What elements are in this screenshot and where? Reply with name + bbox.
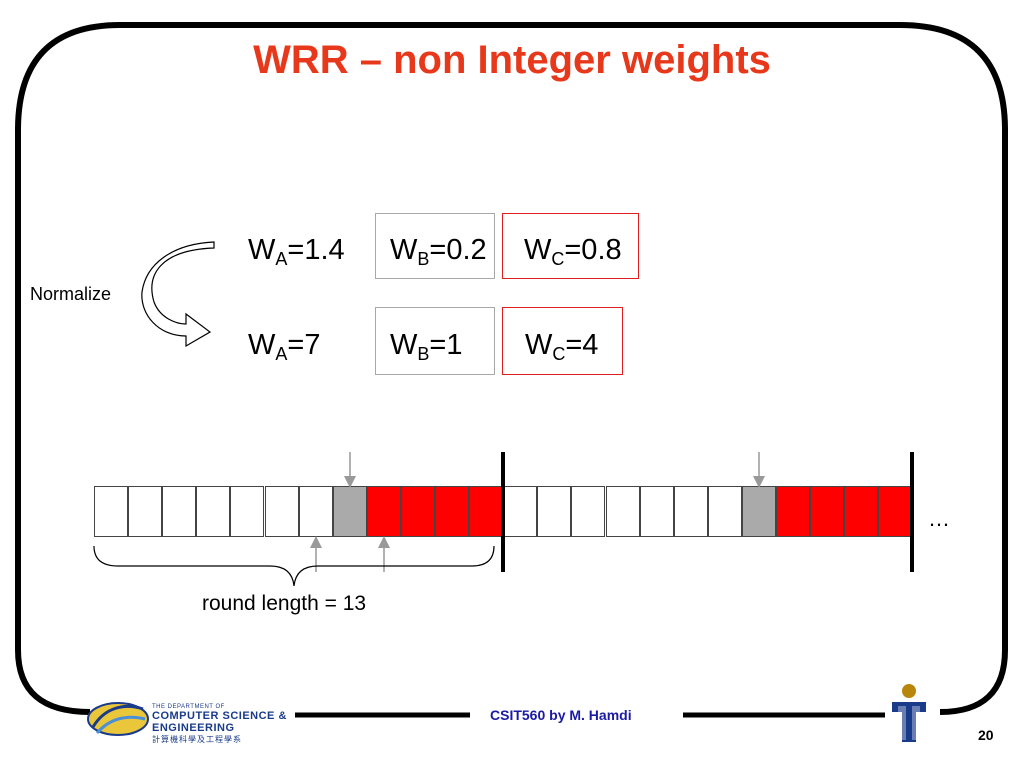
weight-b-label-row2: WB=1 — [390, 329, 463, 364]
schedule-cell-a — [162, 486, 197, 537]
schedule-cell-a — [537, 486, 572, 537]
weight-b-box-row2 — [375, 307, 495, 375]
department-name: THE DEPARTMENT OF COMPUTER SCIENCE & ENG… — [152, 704, 287, 744]
schedule-cell-a — [298, 486, 333, 537]
schedule-cell-a — [571, 486, 606, 537]
weight-c-box-row2 — [502, 307, 623, 375]
schedule-cell-c — [435, 486, 469, 537]
weight-c-box-row1 — [502, 213, 639, 279]
schedule-cell-c — [810, 486, 845, 537]
schedule-cell-b — [741, 486, 776, 537]
weight-b-label-row1: WB=0.2 — [390, 234, 487, 269]
weight-c-label-row1: WC=0.8 — [524, 234, 622, 269]
slide-title: WRR – non Integer weights — [253, 38, 771, 82]
schedule-cell-a — [673, 486, 708, 537]
round-brace — [93, 545, 495, 587]
schedule-cell-a — [128, 486, 163, 537]
schedule-cell-a — [503, 486, 538, 537]
schedule-cell-a — [605, 486, 640, 537]
department-logo-icon — [87, 702, 149, 736]
schedule-cell-a — [196, 486, 231, 537]
normalize-label: Normalize — [30, 284, 112, 304]
university-logo-icon — [892, 684, 926, 742]
schedule-cell-c — [400, 486, 435, 537]
page-number: 20 — [978, 727, 994, 743]
schedule-cell-c — [366, 486, 401, 537]
schedule-cell-c — [844, 486, 879, 537]
continuation-ellipsis: … — [928, 506, 950, 531]
weight-a-label-row1: WA=1.4 — [248, 234, 345, 269]
weight-a-label-row2: WA=7 — [248, 329, 321, 364]
normalize-arrow-icon — [141, 241, 215, 348]
schedule-cell-a — [264, 486, 299, 537]
weight-c-label-row2: WC=4 — [525, 329, 599, 364]
round-length-label: round length = 13 — [202, 592, 367, 615]
schedule-cell-a — [707, 486, 742, 537]
schedule-cell-c — [776, 486, 810, 537]
schedule-cell-a — [639, 486, 674, 537]
weight-b-box-row1 — [375, 213, 495, 279]
schedule-cell-a — [94, 486, 128, 537]
schedule-cell-a — [230, 486, 265, 537]
footer-credit: CSIT560 by M. Hamdi — [490, 707, 632, 723]
